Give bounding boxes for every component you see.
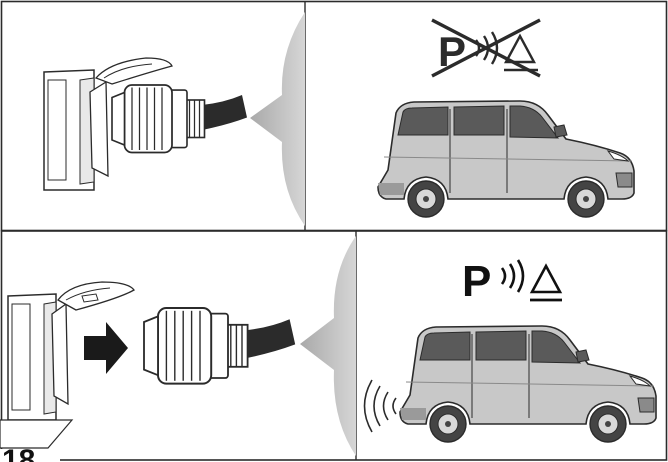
parking-letter: P [462, 257, 491, 306]
panel-top: P [0, 0, 668, 232]
step-marker: 18 [0, 419, 74, 462]
focus-cone [250, 12, 305, 226]
arrow-right-icon [84, 322, 128, 374]
parking-sensor-icon: P [462, 257, 563, 306]
cross-out-line [431, 18, 541, 78]
step-number: 18 [2, 444, 35, 462]
focus-cone [300, 236, 356, 456]
trailer-socket-open [7, 281, 135, 421]
parking-sensor-icon-disabled: P [431, 18, 541, 78]
trailer-socket-connected [43, 57, 248, 191]
sound-waves-icon [363, 379, 397, 433]
panel-bottom: P [0, 230, 668, 461]
